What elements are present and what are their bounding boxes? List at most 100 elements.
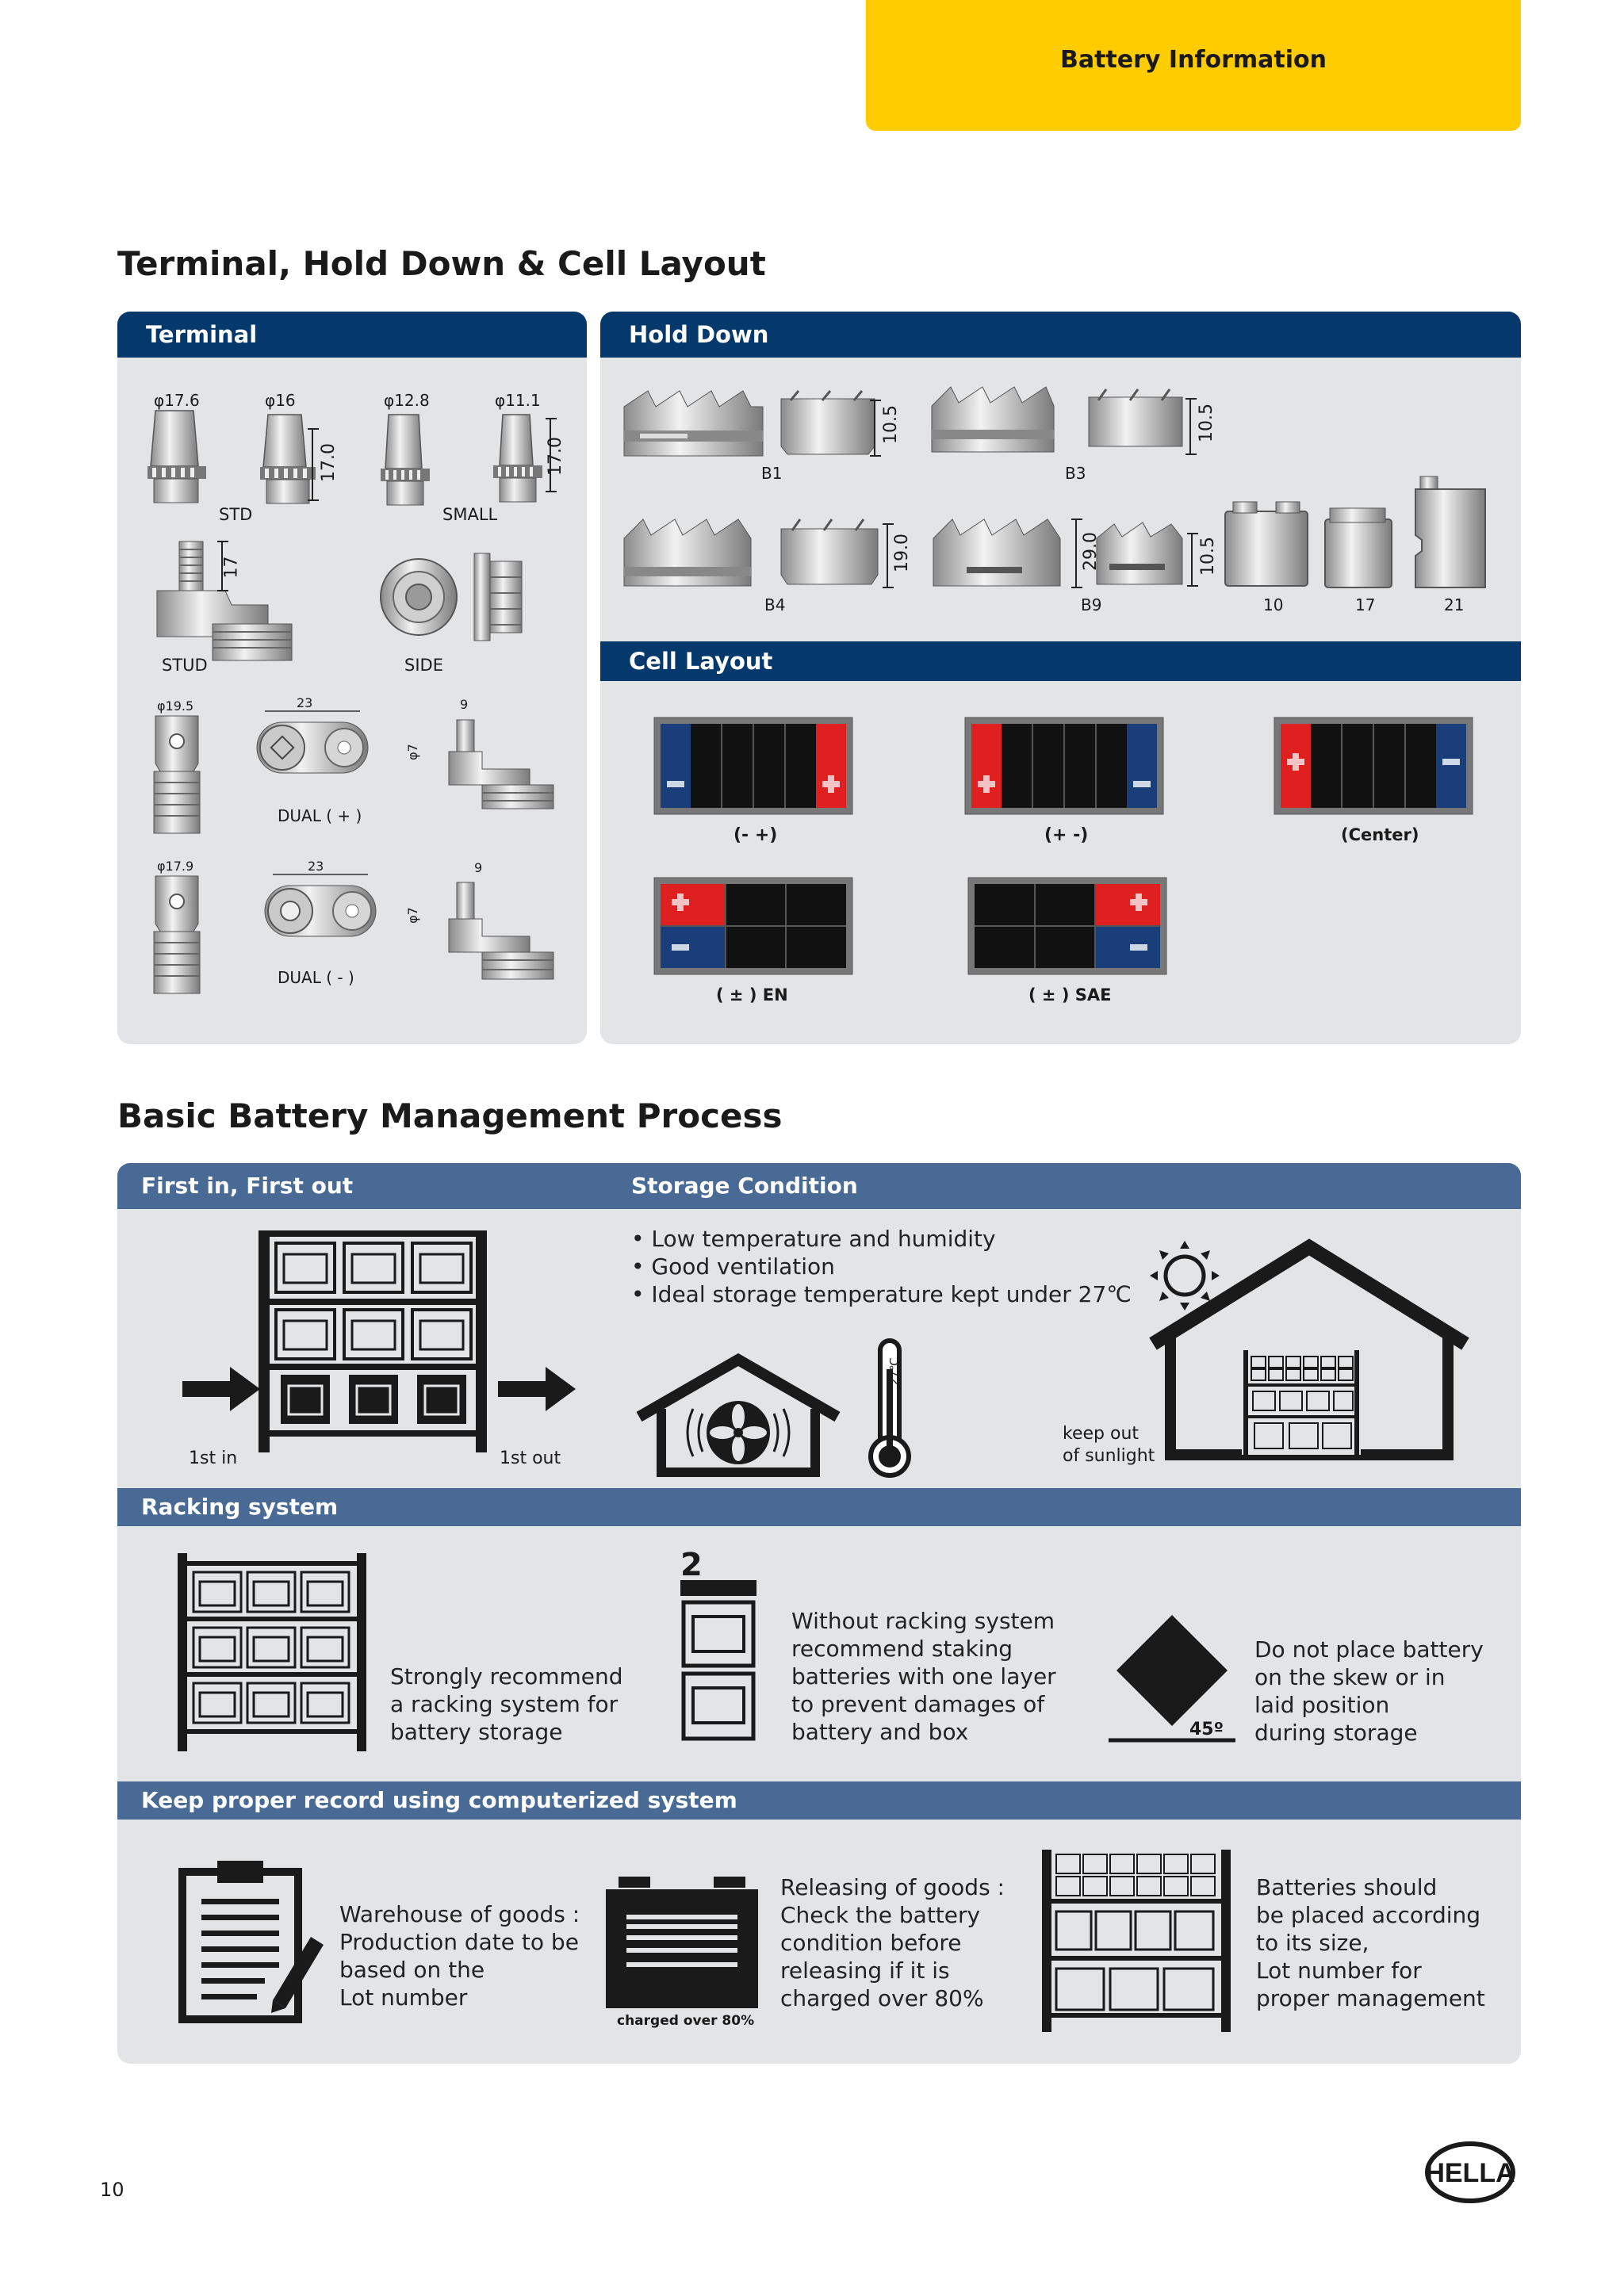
- dim-label: 17.0: [545, 437, 565, 476]
- cell-layout-minus-plus-icon: [653, 717, 853, 815]
- dimension-line-icon: [1071, 519, 1082, 588]
- dimension-line-icon: [546, 418, 557, 492]
- dim-label: 23: [297, 695, 313, 710]
- dim-label: 10.5: [880, 405, 901, 444]
- small-label: SMALL: [442, 505, 498, 524]
- hold-down-b4-end-icon: [780, 519, 879, 585]
- section-title-terminal: Terminal, Hold Down & Cell Layout: [117, 244, 766, 283]
- dual-terminal-side-icon: [448, 882, 554, 980]
- bullet-item: • Good ventilation: [631, 1253, 835, 1280]
- hold-down-b9-end-icon: [1096, 522, 1183, 585]
- hold-down-label: B3: [1065, 464, 1086, 483]
- skew-text: Do not place battery on the skew or in l…: [1254, 1636, 1484, 1746]
- cell-layout-center-icon: [1274, 717, 1473, 815]
- hold-down-label: 17: [1355, 595, 1376, 614]
- thermometer-icon: [868, 1338, 911, 1478]
- thermometer-label: 27℃: [887, 1357, 902, 1386]
- section-title-management: Basic Battery Management Process: [117, 1096, 783, 1135]
- dim-label: φ7: [404, 907, 420, 924]
- stacked-batteries-icon: [680, 1580, 756, 1741]
- dimension-line-icon: [308, 428, 319, 501]
- dimension-line-icon: [870, 400, 881, 457]
- fifo-storage-bar: First in, First out Storage Condition: [117, 1163, 1521, 1209]
- terminal-small-a-icon: [381, 414, 430, 506]
- racking-shelf-icon: [178, 1553, 366, 1751]
- angle-label: 45º: [1189, 1720, 1224, 1739]
- hold-down-label: B9: [1081, 595, 1102, 614]
- dimension-line-icon: [1187, 533, 1198, 587]
- dim-label: φ17.6: [154, 391, 200, 410]
- terminal-panel-title: Terminal: [117, 312, 587, 358]
- dim-label: 17: [221, 556, 242, 579]
- first-in-label: 1st in: [189, 1448, 238, 1468]
- std-label: STD: [219, 505, 253, 524]
- dim-label: 10.5: [1196, 404, 1216, 442]
- dual-terminal-side-icon: [448, 719, 554, 809]
- hold-down-b1-side-icon: [623, 390, 764, 457]
- side-label: SIDE: [404, 656, 443, 675]
- stud-label: STUD: [162, 656, 208, 675]
- dual-terminal-front-icon: [153, 715, 201, 834]
- page-number: 10: [100, 2179, 124, 2201]
- sorting-text: Batteries should be placed according to …: [1256, 1874, 1485, 2011]
- cell-layout-label: (- +): [733, 825, 778, 845]
- hold-down-b3-side-icon: [931, 386, 1055, 453]
- cell-layout-label: ( ± ) EN: [716, 985, 788, 1004]
- hold-down-b1-end-icon: [780, 390, 875, 455]
- stud-terminal-icon: [156, 541, 293, 661]
- dim-label: φ7: [404, 744, 420, 760]
- dim-label: 19.0: [891, 534, 912, 572]
- record-bar: Keep proper record using computerized sy…: [117, 1781, 1521, 1820]
- dim-label: φ16: [265, 391, 296, 410]
- clipboard-icon: [178, 1861, 324, 2023]
- hold-down-b9-side-icon: [933, 519, 1061, 587]
- dimension-line-icon: [217, 541, 228, 591]
- sun-icon: [1150, 1241, 1220, 1311]
- hold-down-panel: Hold Down 10.5 10.5 B1 B3 19.0: [600, 312, 1521, 1044]
- dual-neg-label: DUAL ( - ): [278, 968, 354, 987]
- hold-down-21-icon: [1415, 476, 1486, 588]
- header-tab-label: Battery Information: [1059, 46, 1327, 74]
- terminal-std-large-icon: [147, 410, 206, 503]
- dim-label: 17.0: [318, 443, 339, 482]
- hold-down-17-icon: [1324, 507, 1392, 588]
- storage-house-icon: [1149, 1238, 1469, 1460]
- dim-label: 10.5: [1197, 537, 1218, 576]
- racking-title: Racking system: [141, 1494, 339, 1520]
- dual-terminal-front-icon: [153, 875, 201, 994]
- management-panel: First in, First out Storage Condition 1s…: [117, 1163, 1521, 2064]
- fifo-rack-icon: [182, 1230, 576, 1452]
- cell-layout-plus-minus-icon: [964, 717, 1164, 815]
- ventilation-house-icon: [636, 1353, 841, 1477]
- cell-layout-en-icon: [653, 877, 853, 975]
- storage-title: Storage Condition: [631, 1173, 858, 1199]
- svg-text:HELLA: HELLA: [1425, 2158, 1515, 2188]
- dim-label: φ12.8: [384, 391, 430, 410]
- charged-label: charged over 80%: [617, 2013, 755, 2029]
- hold-down-label: B1: [761, 464, 783, 483]
- dimension-line-icon: [883, 523, 894, 588]
- cell-layout-title: Cell Layout: [600, 641, 1521, 681]
- dual-pos-label: DUAL ( + ): [278, 806, 362, 825]
- sunlight-label: keep out of sunlight: [1063, 1424, 1155, 1466]
- bullet-item: • Ideal storage temperature kept under 2…: [631, 1281, 1132, 1307]
- dual-terminal-top-icon: [264, 874, 377, 937]
- stack-number: 2: [680, 1547, 703, 1583]
- bullet-item: • Low temperature and humidity: [631, 1226, 996, 1252]
- dim-label: 23: [308, 859, 324, 874]
- side-terminal-icon: [380, 553, 523, 641]
- hold-down-label: B4: [764, 595, 786, 614]
- racking-text: Strongly recommend a racking system for …: [390, 1663, 623, 1745]
- hold-down-10-icon: [1224, 501, 1308, 587]
- charged-battery-icon: [606, 1877, 758, 2008]
- terminal-std-small-icon: [260, 414, 316, 504]
- dual-terminal-top-icon: [256, 710, 369, 774]
- cell-layout-label: ( ± ) SAE: [1028, 985, 1112, 1004]
- cell-layout-sae-icon: [967, 877, 1167, 975]
- hold-down-panel-title: Hold Down: [600, 312, 1521, 358]
- dim-label: 9: [474, 860, 483, 875]
- dimension-line-icon: [1185, 398, 1197, 455]
- cell-layout-label: (+ -): [1044, 825, 1089, 845]
- header-tab: Battery Information: [866, 0, 1521, 131]
- hella-logo: HELLA: [1425, 2141, 1515, 2203]
